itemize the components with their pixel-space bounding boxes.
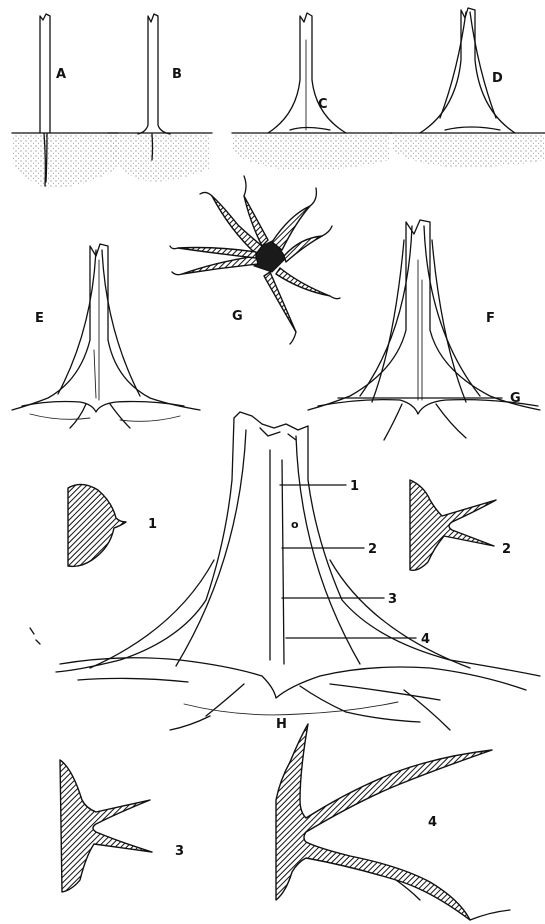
label-h: H bbox=[276, 717, 287, 732]
label-c: C bbox=[318, 97, 328, 112]
root-cross-section-g: G bbox=[170, 176, 340, 344]
label-f: F bbox=[486, 311, 495, 326]
sapling-d: D bbox=[390, 8, 545, 167]
tree-f: G F bbox=[308, 220, 540, 440]
label-s4: 4 bbox=[421, 632, 430, 647]
label-g-line: G bbox=[510, 391, 521, 406]
cross-section-3: 3 bbox=[60, 760, 184, 892]
label-c2: 2 bbox=[502, 542, 511, 557]
label-c3: 3 bbox=[175, 844, 184, 859]
cross-section-4: 4 bbox=[276, 724, 510, 920]
label-a: A bbox=[56, 67, 66, 82]
label-s1: 1 bbox=[350, 479, 359, 494]
label-b: B bbox=[172, 67, 182, 82]
label-g-star: G bbox=[232, 309, 243, 324]
sapling-a: A bbox=[12, 14, 118, 188]
label-c4: 4 bbox=[428, 815, 437, 830]
cross-section-2: 2 bbox=[410, 480, 511, 570]
label-s3: 3 bbox=[388, 592, 397, 607]
cross-section-1: 1 bbox=[68, 484, 157, 566]
tree-h: H o 1 2 3 4 bbox=[30, 412, 540, 732]
sapling-c bbox=[232, 13, 392, 170]
label-c1: 1 bbox=[148, 517, 157, 532]
label-d: D bbox=[492, 71, 503, 86]
label-s2: 2 bbox=[368, 542, 377, 557]
label-o: o bbox=[291, 518, 299, 531]
label-e: E bbox=[35, 311, 44, 326]
sapling-b: B bbox=[108, 14, 212, 182]
